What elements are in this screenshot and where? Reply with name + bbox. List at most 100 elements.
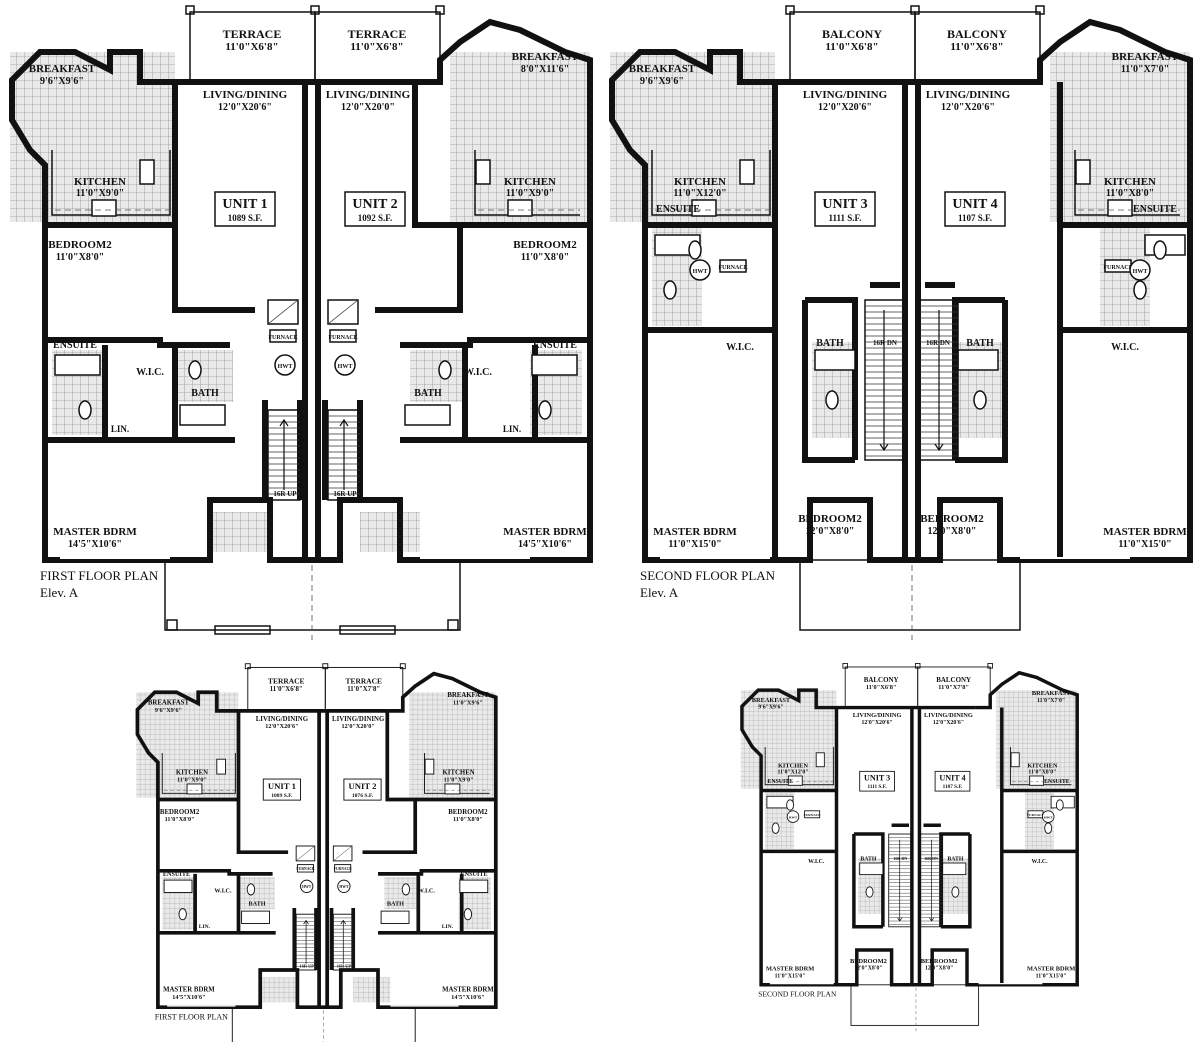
breakfast-1-name: BREAKFAST [29, 63, 96, 75]
living-2-dims: 12'0"X20'6" [933, 720, 964, 726]
unit-1-tag-box [262, 778, 301, 801]
bedroom-1-dims: 11'0"X8'0" [165, 816, 195, 823]
outdoor-left-name: TERRACE [268, 677, 304, 686]
living-2-dims: 12'0"X20'0" [341, 102, 395, 113]
stairs [295, 913, 317, 971]
hwt-tank-0 [786, 810, 800, 823]
fixture-4 [1133, 280, 1147, 300]
fixture-2 [438, 360, 452, 380]
stairs [920, 833, 944, 928]
tub-3 [531, 354, 578, 376]
exterior-wall-right [905, 18, 1193, 563]
ensuite-2-label: ENSUITE [461, 871, 488, 878]
bedroom-1-name: BEDROOM2 [850, 958, 887, 965]
fixture-5 [1153, 240, 1167, 260]
wic-2-label: W.I.C. [1031, 859, 1048, 865]
hwt-tank-3 [1129, 259, 1151, 281]
plan-title: FIRST FLOOR PLAN [155, 1013, 228, 1022]
kitchen-2-dims: 11'0"X8'0" [1106, 188, 1154, 199]
bath-1-label: BATH [816, 338, 844, 349]
unit-2-tag-box [944, 191, 1006, 227]
exterior-wall-left [609, 49, 905, 563]
hwt-label: HWT [693, 269, 708, 275]
breakfast-2-dims: 11'0"X9'6" [453, 700, 483, 707]
breakfast-2-name: BREAKFAST [1112, 51, 1179, 63]
range-2 [507, 199, 533, 217]
stairs-1-label: 16R UP [273, 490, 297, 498]
range-2 [1107, 199, 1133, 217]
bedroom-2-name: BEDROOM2 [513, 239, 577, 251]
breakfast-1-name: BREAKFAST [148, 700, 190, 707]
master-2-name: MASTER BDRM [442, 987, 494, 994]
ensuite-1-label: ENSUITE [656, 204, 700, 215]
kitchen-2-name: KITCHEN [504, 176, 556, 188]
living-2-name: LIVING/DINING [926, 89, 1011, 101]
exterior-wall-left [9, 49, 305, 563]
sink-2 [1075, 159, 1091, 185]
porch-roof [850, 984, 980, 1026]
master-2-dims: 11'0"X15'0" [1036, 973, 1067, 979]
fixture-3 [951, 886, 960, 898]
master-1-name: MASTER BDRM [653, 526, 737, 538]
unit-2-name: UNIT 4 [952, 197, 997, 212]
breakfast-1-dims: 9'6"X9'6" [40, 76, 84, 87]
breakfast-1-dims: 9'6"X9'6" [155, 707, 182, 714]
living-1-dims: 12'0"X20'6" [818, 102, 872, 113]
master-1-name: MASTER BDRM [163, 987, 215, 994]
sink-1 [739, 159, 755, 185]
kitchen-1-name: KITCHEN [74, 176, 126, 188]
bedroom-2-dims: 11'0"X8'0" [521, 252, 569, 263]
unit-1-tag-box [859, 770, 895, 792]
kitchen-1-name: KITCHEN [674, 176, 726, 188]
breakfast-2-dims: 11'0"X7'0" [1037, 698, 1065, 704]
bedroom-2-dims: 11'0"X8'0" [453, 816, 483, 823]
wic-2-label: W.I.C. [418, 888, 436, 895]
tub-2 [957, 349, 999, 371]
furnace-label: FURNACE [328, 335, 357, 341]
exterior-wall-right [319, 671, 498, 1010]
porch [231, 1007, 416, 1042]
bedroom-1-dims: 11'0"X8'0" [56, 252, 104, 263]
stairs-1-label: 16R DN [893, 856, 907, 861]
living-1-name: LIVING/DINING [803, 89, 888, 101]
breakfast-1-dims: 9'6"X9'6" [758, 705, 783, 711]
unit-1-area: 1111 S.F. [868, 784, 888, 790]
living-1-name: LIVING/DINING [853, 712, 902, 719]
fixture-3 [538, 400, 552, 420]
unit-2-tag-box [343, 778, 382, 801]
wic-1-label: W.I.C. [214, 888, 232, 895]
outdoor-right-dims: 11'0"X7'8" [347, 686, 380, 693]
hwt-label: HWT [1133, 269, 1148, 275]
bedroom-1-dims: 12'0"X8'0" [854, 966, 882, 972]
kitchen-1-dims: 11'0"X9'0" [76, 188, 124, 199]
range-1 [691, 199, 717, 217]
living-1-dims: 12'0"X20'6" [265, 723, 298, 730]
wic-2-label: W.I.C. [1111, 342, 1139, 353]
unit-1-area: 1111 S.F. [829, 213, 862, 223]
unit-2-area: 1107 S.F. [943, 784, 963, 790]
kitchen-1-dims: 11'0"X12'0" [673, 188, 726, 199]
bedroom-2-dims: 12'0"X8'0" [925, 966, 953, 972]
stairs [267, 409, 301, 501]
ensuite-2-label: ENSUITE [1044, 779, 1070, 785]
bedroom-1-name: BEDROOM2 [798, 513, 862, 525]
unit-2-name: UNIT 2 [348, 781, 376, 791]
ensuite-1-label: ENSUITE [53, 340, 97, 351]
stairs-2-label: 16R UP [333, 490, 357, 498]
ensuite-1-label: ENSUITE [768, 779, 794, 785]
unit-1-name: UNIT 3 [822, 197, 867, 212]
master-2-name: MASTER BDRM [503, 526, 587, 538]
living-1-name: LIVING/DINING [256, 716, 309, 723]
range-2 [1029, 775, 1044, 786]
stairs-2-label: 16R DN [924, 856, 938, 861]
hwt-label: HWT [278, 364, 293, 370]
furnace-label: FURNACE [334, 867, 353, 871]
exterior-wall-right [305, 18, 593, 563]
master-1-dims: 11'0"X15'0" [668, 539, 721, 550]
porch [164, 560, 461, 631]
tub-3 [459, 879, 489, 893]
hwt-tank-2 [274, 354, 296, 376]
fixture-1 [246, 883, 256, 896]
range-1 [91, 199, 117, 217]
